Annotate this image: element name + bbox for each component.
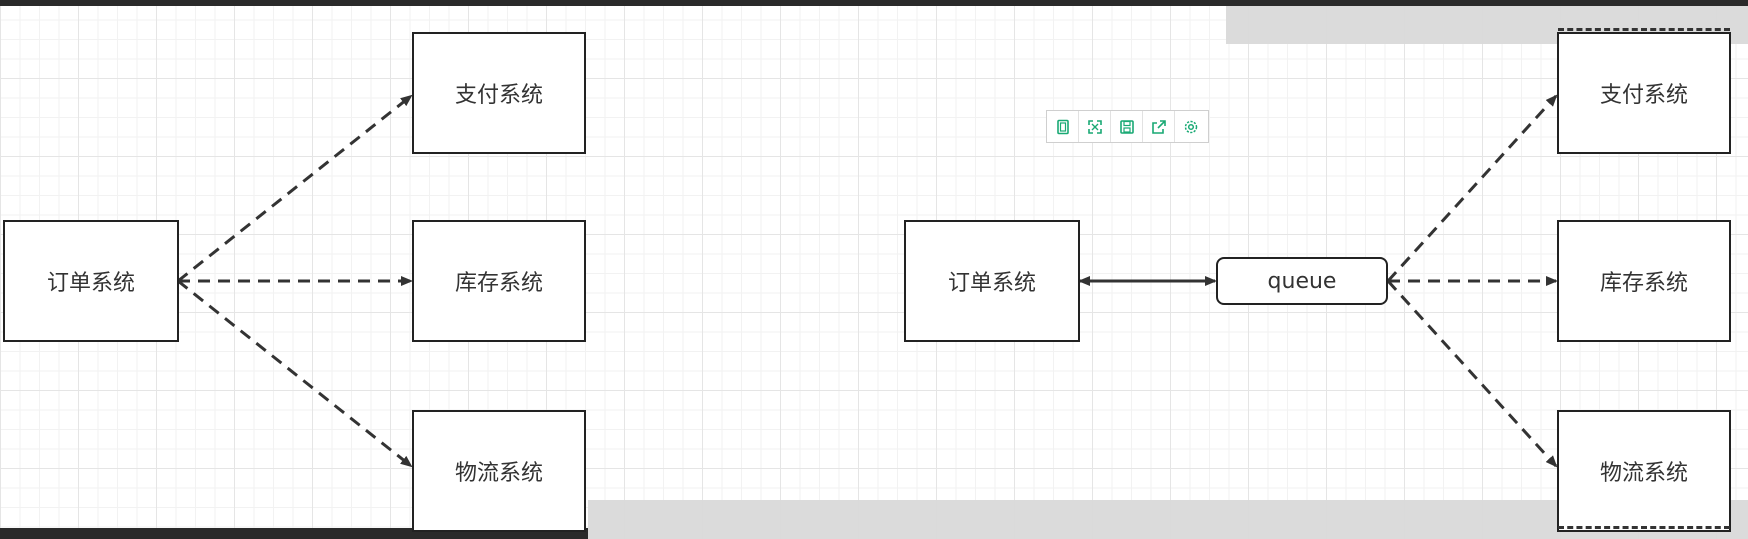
obscured-bottom-panel bbox=[588, 500, 1748, 539]
obscured-top-strip bbox=[0, 0, 1748, 6]
save-icon[interactable] bbox=[1111, 111, 1143, 142]
fit-icon[interactable] bbox=[1079, 111, 1111, 142]
floating-toolbar bbox=[1046, 110, 1209, 143]
node-logistics-system-left[interactable]: 物流系统 bbox=[412, 410, 586, 532]
node-order-system-right[interactable]: 订单系统 bbox=[904, 220, 1080, 342]
page-icon[interactable] bbox=[1047, 111, 1079, 142]
edge-queue-to-payment[interactable] bbox=[1386, 94, 1558, 283]
edge-order-to-logistics[interactable] bbox=[177, 279, 413, 468]
obscured-bottom-strip bbox=[0, 528, 588, 539]
node-queue[interactable]: queue bbox=[1216, 257, 1388, 305]
node-payment-system-left[interactable]: 支付系统 bbox=[412, 32, 586, 154]
export-icon[interactable] bbox=[1143, 111, 1175, 142]
selection-frame-top bbox=[1558, 28, 1730, 36]
selection-frame-bottom bbox=[1558, 526, 1730, 534]
settings-icon[interactable] bbox=[1175, 111, 1207, 142]
node-order-system-left[interactable]: 订单系统 bbox=[3, 220, 179, 342]
node-inventory-system-right[interactable]: 库存系统 bbox=[1557, 220, 1731, 342]
node-logistics-system-right[interactable]: 物流系统 bbox=[1557, 410, 1731, 532]
node-inventory-system-left[interactable]: 库存系统 bbox=[412, 220, 586, 342]
node-payment-system-right[interactable]: 支付系统 bbox=[1557, 32, 1731, 154]
edge-queue-to-logistics[interactable] bbox=[1386, 279, 1558, 468]
edge-order-to-payment[interactable] bbox=[177, 94, 413, 283]
